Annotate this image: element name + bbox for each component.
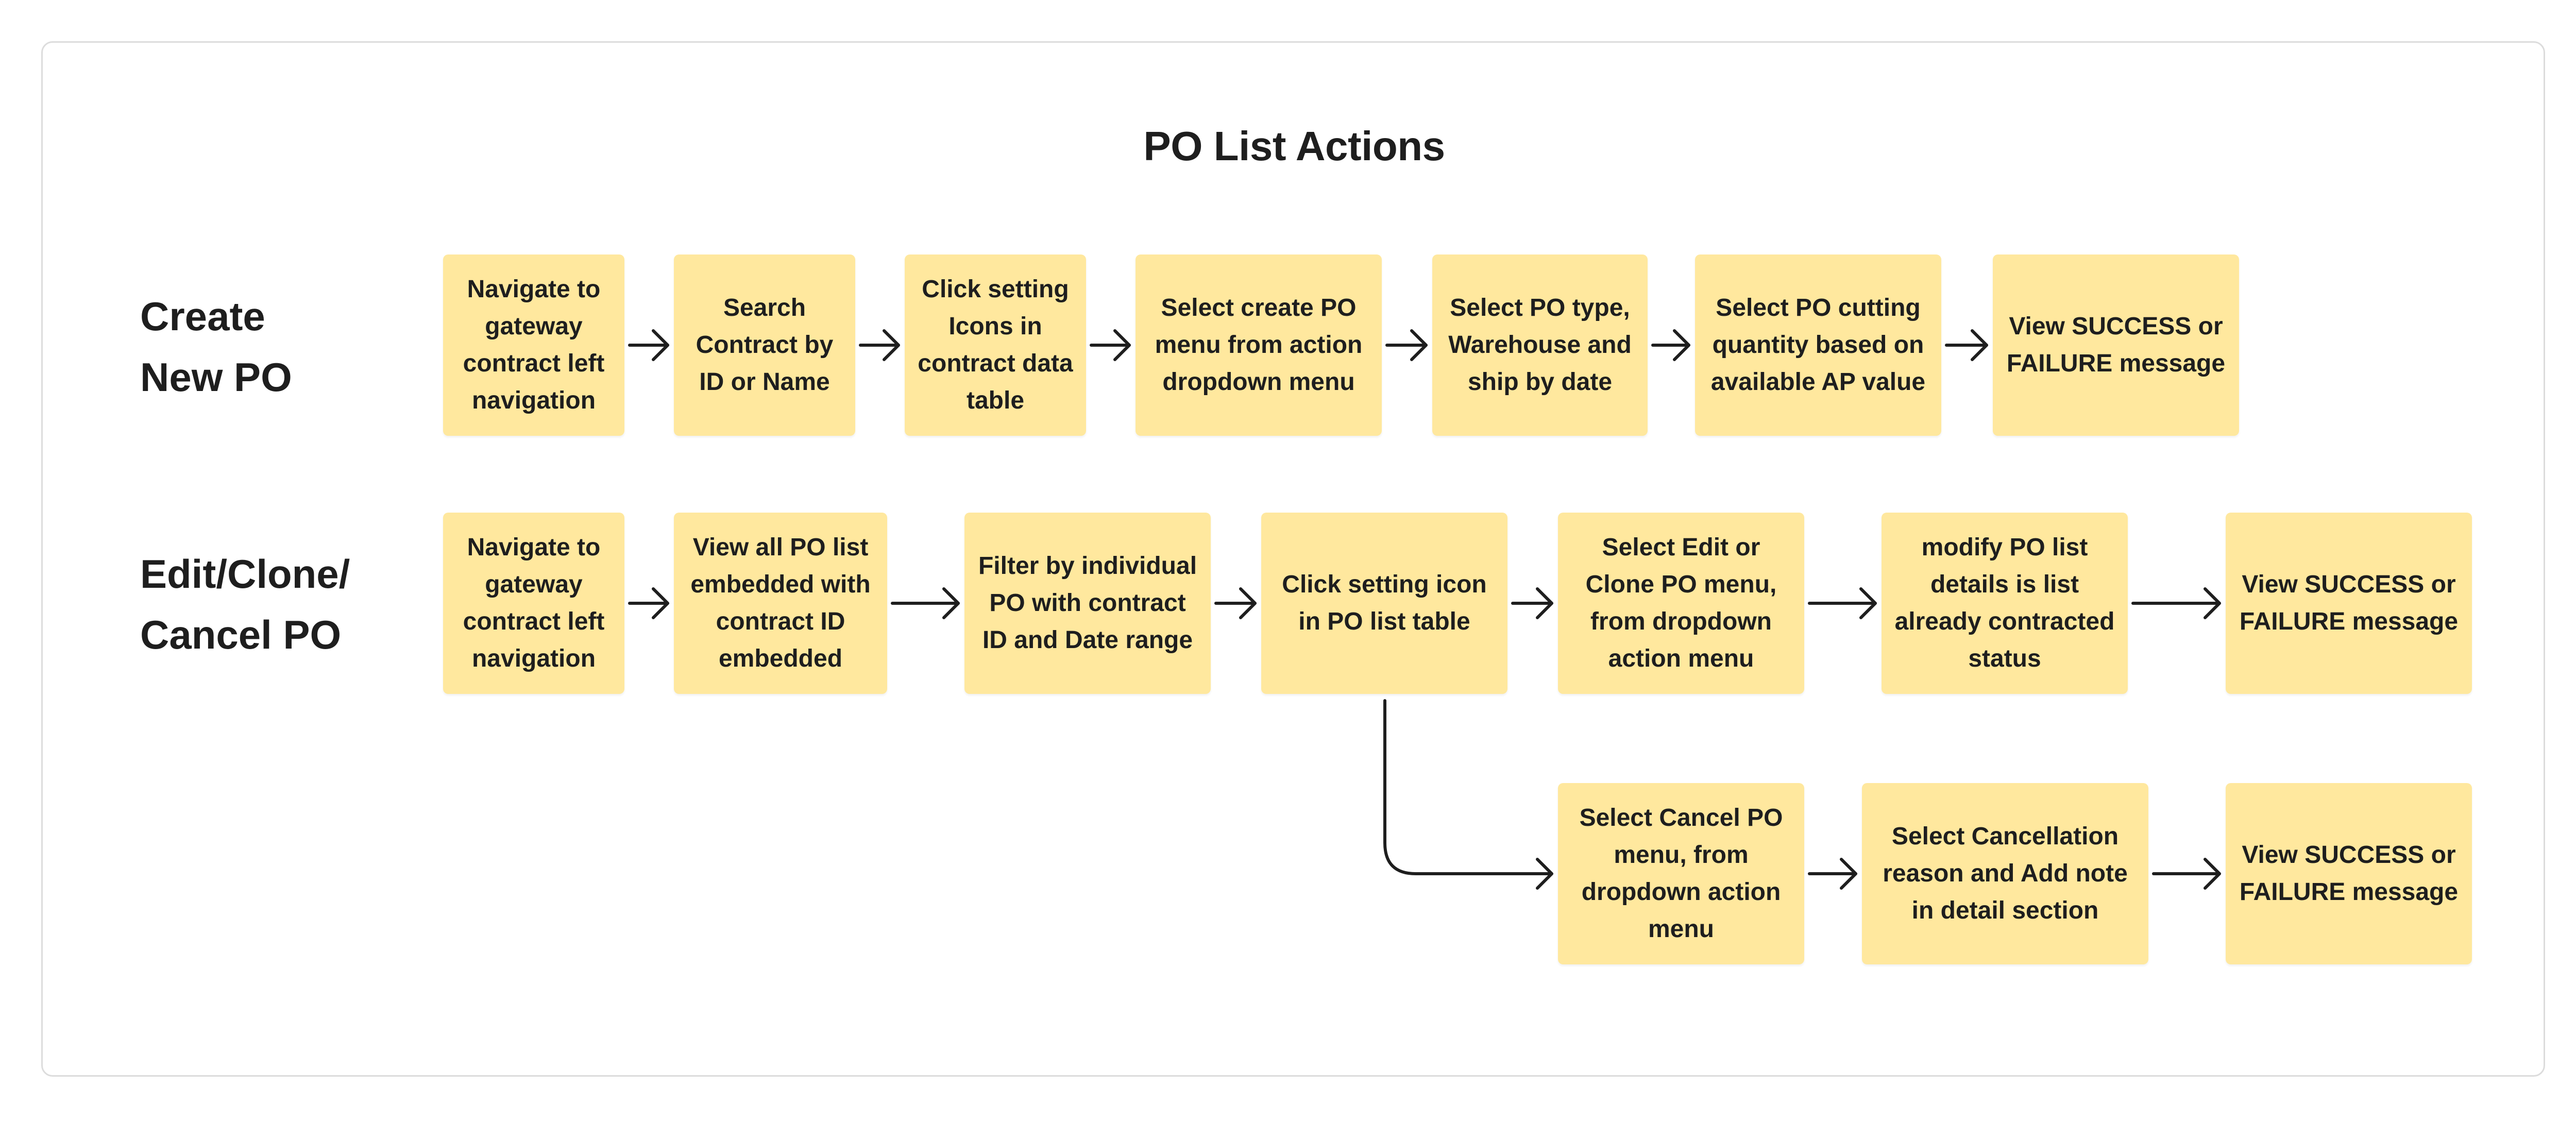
- edit-step-2-box: View all PO list embedded with contract …: [674, 513, 887, 694]
- create-step-4-text: Select create PO menu from action dropdo…: [1155, 294, 1363, 396]
- edit-step-4-text: Click setting icon in PO list table: [1282, 571, 1487, 635]
- create-step-2-box: Search Contract by ID or Name: [674, 254, 855, 436]
- edit-step-7-box: View SUCCESS or FAILURE message: [2226, 513, 2472, 694]
- cancel-step-3-box: View SUCCESS or FAILURE message: [2226, 783, 2472, 964]
- row-label-create-new-po: Create New PO: [140, 294, 292, 400]
- create-step-7-box: View SUCCESS or FAILURE message: [1993, 254, 2239, 436]
- edit-step-1-box: Navigate to gateway contract left naviga…: [443, 513, 624, 694]
- edit-step-2-text: View all PO list embedded with contract …: [690, 534, 871, 672]
- create-step-4-box: Select create PO menu from action dropdo…: [1136, 254, 1382, 436]
- create-step-1-text: Navigate to gateway contract left naviga…: [463, 276, 605, 414]
- create-step-3-box: Click setting Icons in contract data tab…: [905, 254, 1086, 436]
- cancel-step-2-text: Select Cancellation reason and Add note …: [1883, 823, 2128, 924]
- edit-step-1-text: Navigate to gateway contract left naviga…: [463, 534, 605, 672]
- edit-step-3-text: Filter by individual PO with contract ID…: [978, 552, 1197, 654]
- create-step-5-text: Select PO type, Warehouse and ship by da…: [1448, 294, 1632, 396]
- row-label-edit-clone-cancel-po: Edit/Clone/ Cancel PO: [140, 551, 350, 657]
- create-step-1-box: Navigate to gateway contract left naviga…: [443, 254, 624, 436]
- create-step-7-text: View SUCCESS or FAILURE message: [2006, 313, 2226, 377]
- create-step-2-text: Search Contract by ID or Name: [696, 294, 834, 396]
- cancel-step-3-text: View SUCCESS or FAILURE message: [2239, 841, 2459, 906]
- edit-step-4-box: Click setting icon in PO list table: [1261, 513, 1507, 694]
- edit-step-5-text: Select Edit or Clone PO menu, from dropd…: [1585, 534, 1777, 672]
- edit-step-6-box: modify PO list details is list already c…: [1882, 513, 2128, 694]
- cancel-step-2-box: Select Cancellation reason and Add note …: [1862, 783, 2148, 964]
- create-step-6-text: Select PO cutting quantity based on avai…: [1710, 294, 1926, 396]
- create-step-3-text: Click setting Icons in contract data tab…: [918, 276, 1073, 414]
- edit-step-7-text: View SUCCESS or FAILURE message: [2239, 571, 2459, 635]
- diagram-title: PO List Actions: [1143, 123, 1445, 169]
- create-step-5-box: Select PO type, Warehouse and ship by da…: [1432, 254, 1648, 436]
- edit-step-6-text: modify PO list details is list already c…: [1894, 534, 2115, 672]
- edit-step-5-box: Select Edit or Clone PO menu, from dropd…: [1558, 513, 1804, 694]
- cancel-step-1-text: Select Cancel PO menu, from dropdown act…: [1579, 804, 1783, 943]
- edit-step-3-box: Filter by individual PO with contract ID…: [964, 513, 1211, 694]
- cancel-step-1-box: Select Cancel PO menu, from dropdown act…: [1558, 783, 1804, 964]
- create-step-6-box: Select PO cutting quantity based on avai…: [1695, 254, 1941, 436]
